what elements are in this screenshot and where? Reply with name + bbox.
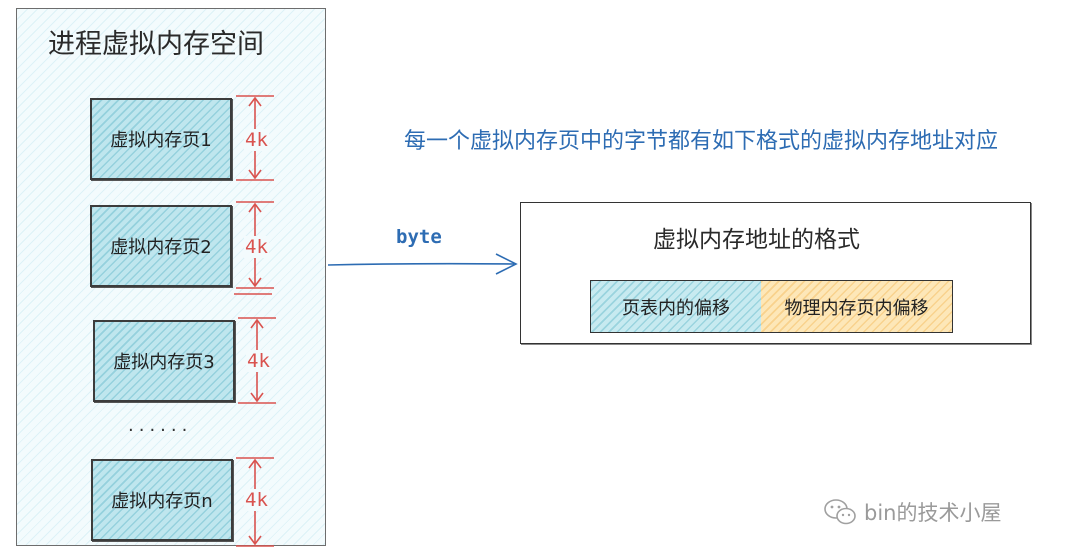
address-format-title: 虚拟内存地址的格式 — [653, 227, 860, 253]
virtual-page-label: 虚拟内存页3 — [113, 352, 215, 373]
page-size-dimension-markers — [234, 95, 276, 547]
virtual-page-label: 虚拟内存页1 — [110, 130, 212, 151]
ellipsis: ······ — [128, 420, 193, 441]
virtual-page-3: 虚拟内存页3 — [93, 320, 235, 402]
page-size-label: 4k — [246, 350, 271, 372]
wechat-icon — [824, 499, 856, 525]
page-size-label: 4k — [244, 489, 269, 511]
watermark: bin的技术小屋 — [822, 497, 1001, 527]
virtual-page-2: 虚拟内存页2 — [90, 205, 232, 287]
page-table-offset-segment: 页表内的偏移 — [590, 280, 762, 333]
virtual-page-n: 虚拟内存页n — [91, 459, 233, 541]
page-size-label: 4k — [244, 129, 269, 151]
byte-arrow — [327, 253, 518, 275]
virtual-page-label: 虚拟内存页n — [111, 491, 213, 512]
virtual-page-label: 虚拟内存页2 — [110, 237, 212, 258]
segment-label: 物理内存页内偏移 — [784, 297, 929, 319]
panel-title: 进程虚拟内存空间 — [48, 29, 264, 60]
segment-label: 页表内的偏移 — [622, 297, 730, 319]
watermark-text: bin的技术小屋 — [864, 501, 1002, 525]
byte-label: byte — [396, 226, 442, 248]
page-size-label: 4k — [244, 236, 269, 258]
physical-page-offset-segment: 物理内存页内偏移 — [761, 280, 953, 333]
virtual-page-1: 虚拟内存页1 — [90, 98, 232, 180]
description-heading: 每一个虚拟内存页中的字节都有如下格式的虚拟内存地址对应 — [404, 129, 999, 154]
